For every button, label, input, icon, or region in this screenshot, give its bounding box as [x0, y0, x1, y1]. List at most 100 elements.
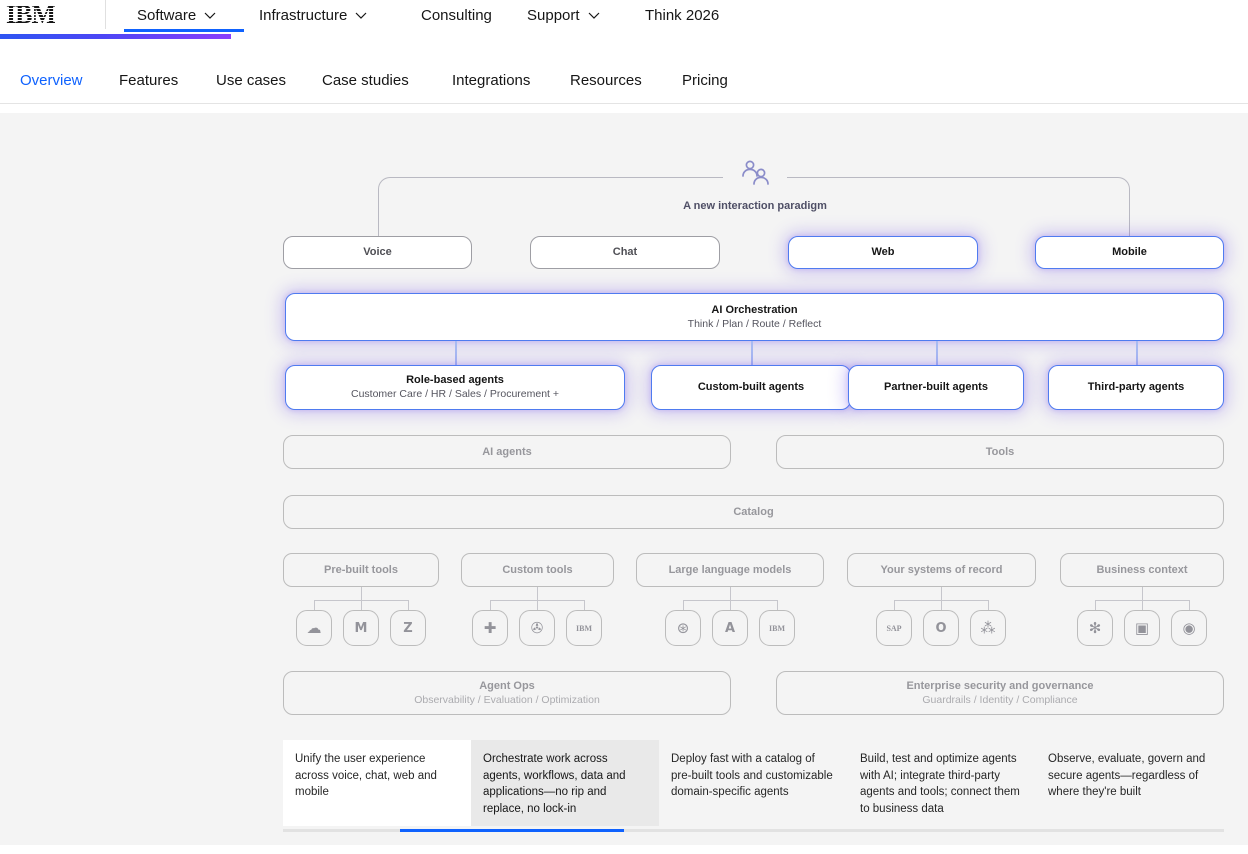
oracle-glyph: O	[935, 620, 947, 636]
carousel-caption-5-text: Observe, evaluate, govern and secure age…	[1048, 753, 1206, 799]
openai-icon: ⊛	[665, 610, 701, 646]
carousel-progress-track	[283, 829, 1224, 832]
nav-software-label: Software	[137, 6, 197, 24]
tools-label: Tools	[985, 445, 1015, 458]
nav-support[interactable]: Support	[527, 0, 600, 30]
nav-think-2026-label: Think 2026	[645, 6, 720, 24]
product-nav: Overview Features Use cases Case studies…	[0, 58, 1248, 104]
connector-line	[941, 587, 942, 600]
openai-glyph: ⊛	[676, 619, 690, 637]
partner-built-agents-title: Partner-built agents	[884, 381, 988, 394]
paperclip-glyph: ✇	[530, 619, 544, 637]
slack-glyph: ✻	[1088, 619, 1102, 637]
global-header: IBM Software Infrastructure Consulting S…	[0, 0, 1248, 39]
carousel-progress-fill	[400, 829, 624, 832]
ai-orchestration-subtitle: Think / Plan / Route / Reflect	[687, 317, 822, 330]
nav-consulting[interactable]: Consulting	[421, 0, 492, 30]
architecture-diagram: A new interaction paradigm Voice Chat We…	[0, 113, 1248, 845]
anthropic-glyph: A	[724, 620, 736, 636]
connector-line	[730, 587, 731, 600]
catalog-box: Catalog	[283, 495, 1224, 529]
carousel-caption-4[interactable]: Build, test and optimize agents with AI;…	[848, 740, 1036, 826]
anthropic-icon: A	[712, 610, 748, 646]
chevron-down-icon	[204, 12, 216, 19]
security-governance-subtitle: Guardrails / Identity / Compliance	[922, 693, 1078, 706]
tab-use-cases[interactable]: Use cases	[216, 72, 287, 89]
paperclip-icon: ✇	[519, 610, 555, 646]
category-custom-tools: Custom tools	[461, 553, 614, 587]
channel-chat: Chat	[530, 236, 720, 269]
connector-line	[1142, 600, 1143, 610]
ibm-chip-glyph: IBM	[576, 623, 592, 633]
ai-orchestration-box: AI Orchestration Think / Plan / Route / …	[285, 293, 1224, 341]
category-custom-tools-label: Custom tools	[502, 563, 573, 576]
catalog-label: Catalog	[733, 505, 774, 518]
tab-overview[interactable]: Overview	[20, 72, 83, 89]
channel-web: Web	[788, 236, 978, 269]
role-based-agents-title: Role-based agents	[406, 374, 504, 387]
ibm-logo[interactable]: IBM	[6, 0, 56, 29]
sap-glyph: SAP	[886, 623, 902, 633]
carousel-caption-1[interactable]: Unify the user experience across voice, …	[283, 740, 471, 826]
tab-features[interactable]: Features	[119, 72, 179, 89]
nav-software[interactable]: Software	[137, 0, 216, 30]
ibm-chip-icon: IBM	[759, 610, 795, 646]
users-icon	[723, 153, 787, 193]
connector-line	[988, 600, 989, 610]
security-governance-title: Enterprise security and governance	[906, 679, 1094, 692]
category-large-language-models-label: Large language models	[668, 563, 792, 576]
zendesk-icon: Z	[390, 610, 426, 646]
tab-pricing[interactable]: Pricing	[682, 72, 728, 89]
ibm-chip-icon: IBM	[566, 610, 602, 646]
channel-chat-label: Chat	[612, 246, 638, 259]
nav-infrastructure-label: Infrastructure	[259, 6, 348, 24]
tab-integrations[interactable]: Integrations	[452, 72, 531, 89]
category-large-language-models: Large language models	[636, 553, 824, 587]
carousel-caption-3[interactable]: Deploy fast with a catalog of pre-built …	[659, 740, 847, 826]
nav-think-2026[interactable]: Think 2026	[645, 0, 719, 30]
connector-line	[894, 600, 895, 610]
channel-web-label: Web	[871, 246, 895, 259]
connector-line	[361, 587, 362, 600]
slack-icon: ✻	[1077, 610, 1113, 646]
security-governance-box: Enterprise security and governance Guard…	[776, 671, 1224, 715]
active-tab-indicator	[124, 29, 244, 32]
hubspot-glyph: ⁂	[980, 619, 996, 637]
channel-mobile-label: Mobile	[1112, 246, 1147, 259]
role-based-agents-subtitle: Customer Care / HR / Sales / Procurement…	[350, 388, 560, 401]
agent-ops-box: Agent Ops Observability / Evaluation / O…	[283, 671, 731, 715]
hubspot-icon: ⁂	[970, 610, 1006, 646]
zendesk-glyph: Z	[403, 620, 413, 636]
carousel-caption-2[interactable]: Orchestrate work across agents, workflow…	[471, 740, 659, 826]
agent-ops-subtitle: Observability / Evaluation / Optimizatio…	[414, 693, 600, 706]
category-your-systems-of-record-label: Your systems of record	[880, 563, 1003, 576]
connector-line	[1136, 341, 1138, 365]
connector-line	[408, 600, 409, 610]
connector-line	[584, 600, 585, 610]
tab-resources[interactable]: Resources	[570, 72, 642, 89]
custom-app-glyph: ✚	[483, 619, 497, 637]
channel-mobile: Mobile	[1035, 236, 1224, 269]
third-party-agents-title: Third-party agents	[1087, 381, 1185, 394]
carousel-caption-5[interactable]: Observe, evaluate, govern and secure age…	[1036, 740, 1224, 826]
gmail-icon: M	[343, 610, 379, 646]
tools-box: Tools	[776, 435, 1224, 469]
connector-line	[751, 341, 753, 365]
partner-built-agents-box: Partner-built agents	[848, 365, 1024, 410]
salesforce-glyph: ☁	[306, 619, 322, 637]
role-based-agents-box: Role-based agents Customer Care / HR / S…	[285, 365, 625, 410]
connector-line	[1095, 600, 1096, 610]
ibm-chip-glyph: IBM	[769, 623, 785, 633]
category-your-systems-of-record: Your systems of record	[847, 553, 1036, 587]
connector-line	[1142, 587, 1143, 600]
custom-built-agents-box: Custom-built agents	[651, 365, 851, 410]
chevron-down-icon	[588, 12, 599, 19]
connector-line	[537, 587, 538, 600]
connector-line	[730, 600, 731, 610]
channel-voice: Voice	[283, 236, 472, 269]
nav-infrastructure[interactable]: Infrastructure	[259, 0, 367, 30]
category-pre-built-tools: Pre-built tools	[283, 553, 439, 587]
tab-case-studies[interactable]: Case studies	[322, 72, 409, 89]
connector-line	[1189, 600, 1190, 610]
